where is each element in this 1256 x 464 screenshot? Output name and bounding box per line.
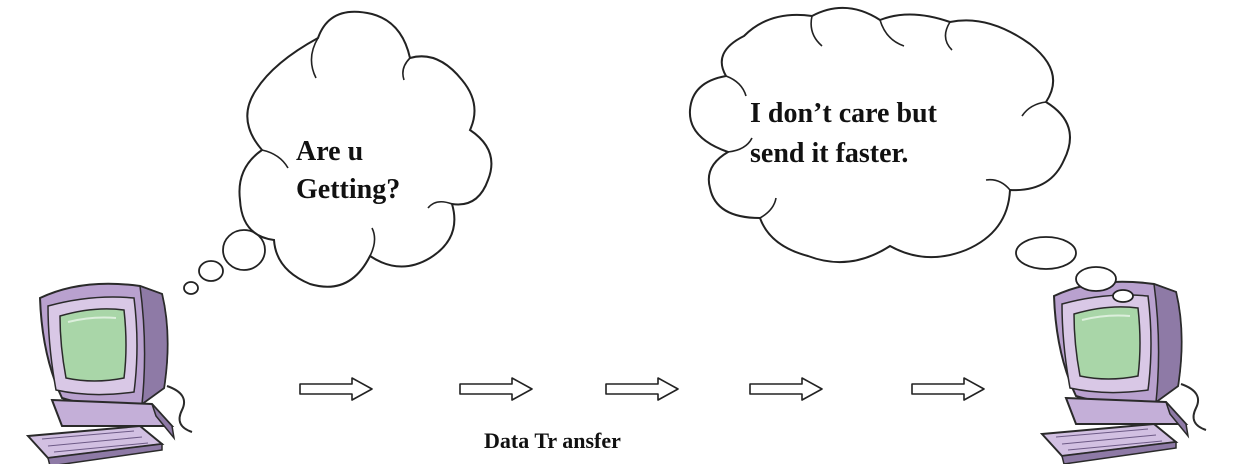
arrow-right-icon <box>749 377 823 401</box>
right-thought-trail <box>1015 236 1134 303</box>
computer-left-icon <box>27 282 193 464</box>
computer-right-icon <box>1041 280 1207 464</box>
right-bubble-line-2: send it faster. <box>750 138 908 169</box>
arrow-right-icon <box>911 377 985 401</box>
left-bubble-line-2: Getting? <box>296 174 400 205</box>
arrow-right-icon <box>605 377 679 401</box>
arrow-right-icon <box>459 377 533 401</box>
left-thought-trail <box>183 229 266 295</box>
right-thought-cloud <box>688 6 1071 264</box>
left-bubble-line-1: Are u <box>296 136 363 167</box>
right-bubble-line-1: I don’t care but <box>750 98 938 129</box>
left-thought-cloud <box>238 10 493 288</box>
data-transfer-caption: Data Tr ansfer <box>484 428 621 453</box>
arrow-right-icon <box>299 377 373 401</box>
